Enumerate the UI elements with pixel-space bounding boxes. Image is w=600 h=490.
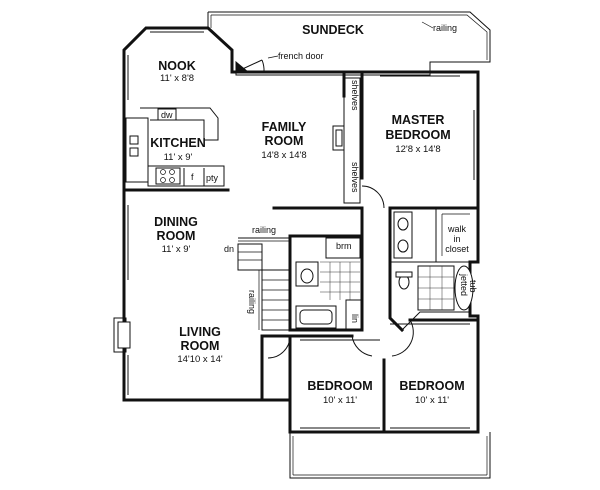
fireplace bbox=[332, 125, 345, 151]
hall-bath: brm lin bbox=[295, 237, 363, 331]
living-fireplace bbox=[113, 317, 131, 353]
sundeck: SUNDECK railing bbox=[207, 11, 491, 76]
family-room-name1: FAMILY bbox=[262, 120, 307, 134]
dining-dim: 11' x 9' bbox=[162, 244, 191, 255]
jetted-label: jetted bbox=[459, 273, 469, 296]
kitchen-fixtures: dw f pty bbox=[125, 107, 225, 187]
stairs: railing dn railing bbox=[224, 225, 291, 331]
fridge-label: f bbox=[191, 172, 194, 182]
bedroom-closets bbox=[300, 323, 470, 341]
in-label: in bbox=[453, 234, 460, 244]
walk-in-closet: walk in closet bbox=[441, 213, 470, 256]
stair-railing-label: railing bbox=[252, 225, 276, 235]
family-room-dim: 14'8 x 14'8 bbox=[261, 150, 306, 161]
pantry-label: pty bbox=[206, 173, 219, 183]
deck-railing-label: railing bbox=[433, 23, 457, 33]
french-door: french door bbox=[235, 51, 324, 73]
nook-name: NOOK bbox=[158, 59, 196, 73]
interior-walls bbox=[122, 70, 480, 434]
bedroom2-name: BEDROOM bbox=[399, 379, 464, 393]
sundeck-label: SUNDECK bbox=[302, 23, 364, 37]
living-name1: LIVING bbox=[179, 325, 221, 339]
bedroom1-name: BEDROOM bbox=[307, 379, 372, 393]
bedroom2-dim: 10' x 11' bbox=[415, 395, 449, 406]
master-vanity bbox=[393, 211, 413, 259]
closet-label: closet bbox=[445, 244, 469, 254]
tub-label: tub bbox=[468, 280, 478, 293]
master-name1: MASTER bbox=[392, 113, 445, 127]
living-name2: ROOM bbox=[181, 339, 220, 353]
brm-label: brm bbox=[336, 241, 352, 251]
shelves-top-label: shelves bbox=[350, 80, 360, 111]
french-door-label: french door bbox=[278, 51, 324, 61]
kitchen-dim: 11' x 9' bbox=[164, 152, 193, 163]
stair-down-label: dn bbox=[224, 244, 234, 254]
master-name2: BEDROOM bbox=[385, 128, 450, 142]
living-dim: 14'10 x 14' bbox=[177, 354, 223, 365]
master-bath: jetted tub bbox=[395, 265, 478, 311]
walk-in-label: walk bbox=[447, 224, 467, 234]
dining-name1: DINING bbox=[154, 215, 198, 229]
shelves-bottom-label: shelves bbox=[350, 162, 360, 193]
dishwasher-label: dw bbox=[161, 110, 173, 120]
dining-name2: ROOM bbox=[157, 229, 196, 243]
kitchen-name: KITCHEN bbox=[150, 136, 206, 150]
bedroom-doors bbox=[267, 319, 414, 359]
nook-dim: 11' x 8'8 bbox=[160, 73, 194, 84]
master-dim: 12'8 x 14'8 bbox=[395, 144, 440, 155]
master-door bbox=[361, 185, 385, 209]
side-railing-label: railing bbox=[247, 290, 257, 314]
bedroom1-dim: 10' x 11' bbox=[323, 395, 357, 406]
linen-label: lin bbox=[350, 314, 360, 323]
front-deck bbox=[289, 432, 491, 479]
windows bbox=[127, 31, 475, 429]
family-room-name2: ROOM bbox=[265, 134, 304, 148]
